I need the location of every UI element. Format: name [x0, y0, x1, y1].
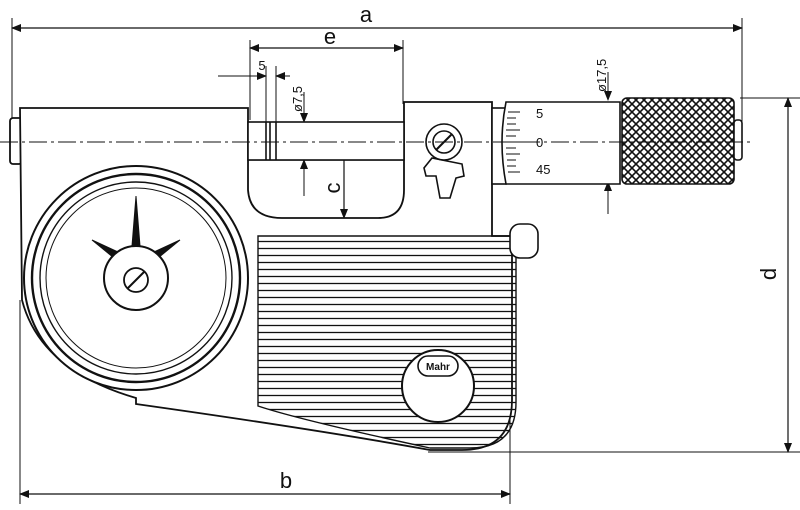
brand-knob: Mahr: [401, 349, 475, 423]
dim-spindle-diameter-label: ø7,5: [290, 86, 305, 112]
brand-label: Mahr: [426, 362, 450, 373]
scale-label-bottom: 45: [536, 162, 550, 177]
dim-c-label: c: [320, 183, 345, 194]
dim-b-label: b: [280, 468, 292, 493]
thimble: [621, 97, 743, 185]
dimension-b: b: [19, 300, 511, 504]
dimension-5: 5: [218, 58, 290, 122]
brand-badge: [417, 355, 459, 377]
dim-d-label: d: [756, 268, 781, 280]
dimension-thimble-diameter: ø17,5: [594, 59, 612, 214]
dim-thimble-diameter-label: ø17,5: [594, 59, 609, 92]
sleeve: [491, 101, 621, 185]
scale-label-top: 5: [536, 106, 543, 121]
dimension-a: a: [11, 2, 743, 160]
dimension-spindle-diameter: ø7,5: [290, 86, 308, 196]
lock-screw: [423, 123, 465, 199]
grip-plate: [257, 235, 517, 449]
dim-a-label: a: [360, 2, 373, 27]
release-pin: [509, 223, 539, 259]
spindle: [247, 121, 405, 161]
dial-indicator: [23, 165, 249, 391]
dimension-e: e: [249, 24, 404, 120]
dim-e-label: e: [324, 24, 336, 49]
dim-5-label: 5: [258, 58, 265, 73]
dimension-d: d: [428, 97, 800, 453]
